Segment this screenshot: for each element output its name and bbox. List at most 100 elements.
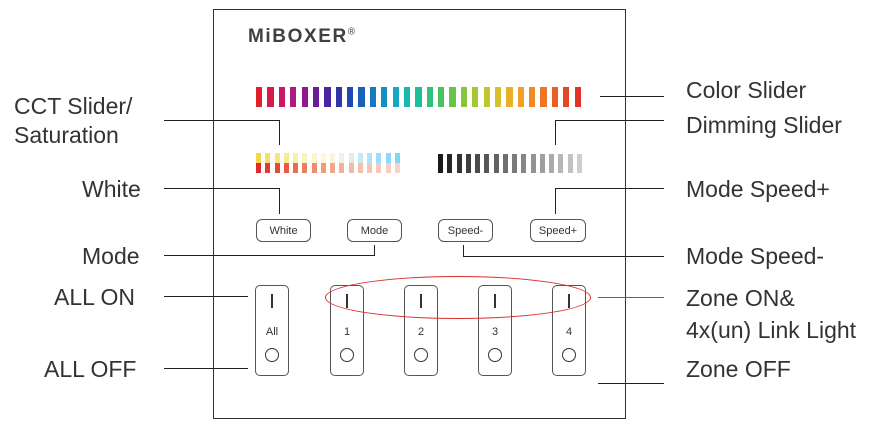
cct-bottom-swatch	[330, 163, 336, 173]
cct-bottom-swatch	[265, 163, 271, 173]
color-swatch	[494, 87, 502, 107]
cct-bottom-swatch	[339, 163, 345, 173]
cct-bottom-swatch	[320, 163, 326, 173]
zone-on-leader-line	[598, 297, 664, 299]
cct-bottom-swatch	[274, 163, 280, 173]
color-swatch	[415, 87, 422, 107]
dimming-swatch	[521, 154, 527, 173]
dimming-swatch	[539, 154, 545, 173]
zone-off-leader	[598, 383, 664, 385]
speed-minus-leader-v	[463, 245, 465, 257]
cct-top-swatch	[302, 153, 308, 163]
zone-key-label: All	[265, 326, 279, 338]
cct-top-swatch	[357, 153, 363, 163]
color-swatch	[426, 87, 433, 107]
color-slider-label: Color Slider	[686, 77, 807, 103]
zone-on-highlight	[325, 276, 591, 319]
dimming-leader-v	[555, 120, 557, 145]
color-swatch	[506, 87, 513, 107]
speed-plus-leader-v	[555, 188, 557, 214]
mode-leader-v	[374, 245, 376, 256]
speed-plus-button[interactable]: Speed+	[530, 219, 586, 242]
color-swatch	[449, 87, 456, 107]
mode-speed-plus-label: Mode Speed+	[686, 176, 830, 202]
dimming-swatch	[456, 154, 462, 173]
dimming-leader-h	[555, 120, 664, 122]
cct-bottom-swatch	[367, 163, 373, 173]
cct-top-swatch	[293, 153, 299, 163]
mode-button[interactable]: Mode	[347, 219, 402, 242]
cct-top-swatch	[283, 153, 289, 163]
cct-bottom-swatch	[293, 163, 299, 173]
color-swatch	[301, 87, 308, 107]
color-swatch	[256, 87, 263, 107]
zone-on-label: Zone ON& 4x(un) Link Light	[686, 285, 857, 343]
mode-leader-h	[164, 255, 375, 257]
dimming-swatch	[475, 154, 481, 173]
color-swatch	[358, 87, 365, 107]
cct-leader-h	[164, 120, 280, 122]
cct-saturation-slider[interactable]	[256, 153, 404, 173]
dimming-swatch	[484, 154, 490, 173]
cct-bottom-swatch	[357, 163, 363, 173]
color-slider[interactable]	[256, 87, 586, 107]
cct-bottom-swatch	[283, 163, 289, 173]
color-leader	[600, 96, 664, 98]
dimming-swatch	[502, 154, 508, 173]
dimming-swatch	[549, 154, 555, 173]
color-swatch	[335, 87, 342, 107]
color-swatch	[438, 87, 445, 107]
cct-bottom-swatch	[311, 163, 317, 173]
white-button[interactable]: White	[256, 219, 311, 242]
color-swatch	[267, 87, 274, 107]
cct-bottom-swatch	[376, 163, 382, 173]
dimming-swatch	[493, 154, 499, 173]
color-swatch	[551, 87, 559, 107]
dimming-swatch	[530, 154, 536, 173]
brand-logo: MiBOXER®	[248, 26, 356, 47]
color-swatch	[483, 87, 490, 107]
cct-top-swatch	[348, 153, 354, 163]
speed-minus-leader-h	[463, 256, 664, 258]
cct-top-swatch	[394, 153, 400, 163]
cct-top-swatch	[265, 153, 271, 163]
cct-leader-v	[279, 120, 281, 145]
color-swatch	[574, 87, 581, 107]
cct-top-swatch	[274, 153, 280, 163]
color-swatch	[324, 87, 331, 107]
cct-top-swatch	[339, 153, 345, 163]
zone-key-all[interactable]: All	[255, 285, 289, 376]
dimming-slider[interactable]	[438, 154, 586, 173]
zone-key-label: 1	[343, 326, 351, 338]
cct-top-swatch	[367, 153, 373, 163]
zone-off-icon	[340, 348, 354, 362]
cct-top-swatch	[376, 153, 382, 163]
cct-bottom-swatch	[385, 163, 391, 173]
zone-key-label: 4	[565, 326, 573, 338]
cct-slider-label: CCT Slider/ Saturation	[14, 93, 133, 148]
cct-top-swatch	[320, 153, 326, 163]
zone-off-icon	[562, 348, 576, 362]
zone-key-label: 2	[417, 326, 425, 338]
dimming-swatch	[438, 154, 444, 173]
color-swatch	[392, 87, 399, 107]
cct-bottom-swatch	[348, 163, 354, 173]
all-off-icon	[265, 348, 279, 362]
all-on-label: ALL ON	[54, 284, 135, 310]
color-swatch	[369, 87, 377, 107]
dimming-swatch	[558, 154, 564, 173]
color-swatch	[290, 87, 297, 107]
cct-top-swatch	[385, 153, 391, 163]
all-off-label: ALL OFF	[44, 356, 137, 382]
dimming-swatch	[576, 154, 582, 173]
zone-off-icon	[414, 348, 428, 362]
white-label: White	[82, 176, 141, 202]
zone-key-label: 3	[491, 326, 499, 338]
dimming-swatch	[567, 154, 573, 173]
color-swatch	[403, 87, 411, 107]
dimming-slider-label: Dimming Slider	[686, 112, 842, 138]
color-swatch	[540, 87, 547, 107]
color-swatch	[312, 87, 320, 107]
color-swatch	[347, 87, 354, 107]
speed-minus-button[interactable]: Speed-	[438, 219, 493, 242]
